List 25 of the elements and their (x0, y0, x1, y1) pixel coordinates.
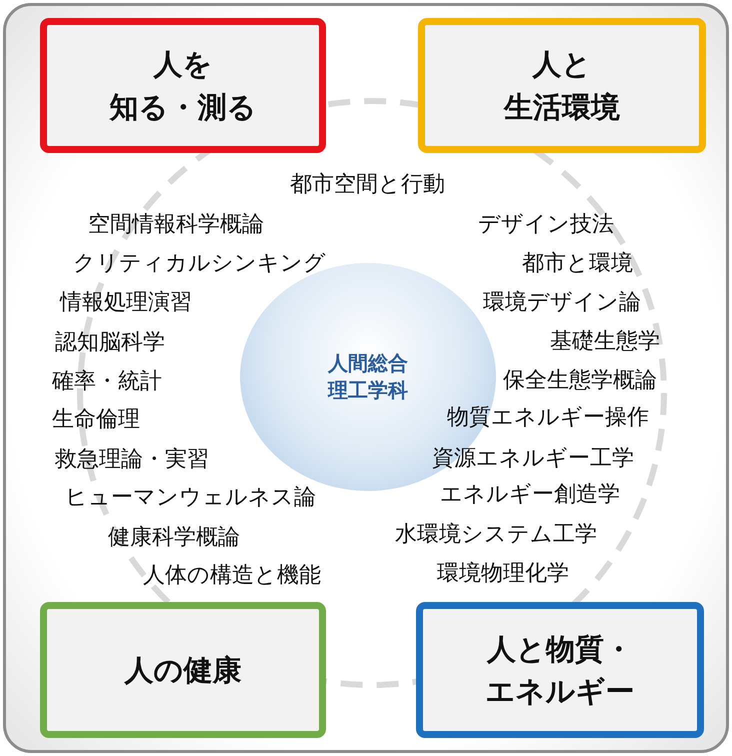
course-name: クリティカルシンキング (73, 250, 326, 278)
course-name: 確率・統計 (52, 368, 162, 396)
course-name: 基礎生態学 (550, 328, 660, 356)
course-name: 保全生態学概論 (503, 367, 657, 395)
course-name: 資源エネルギー工学 (432, 445, 634, 473)
category-box: 人を知る・測る (40, 18, 326, 153)
course-name: 環境デザイン論 (483, 289, 641, 317)
course-name: 情報処理演習 (60, 289, 192, 317)
category-box: 人の健康 (40, 602, 326, 738)
course-name: 都市と環境 (522, 250, 633, 278)
course-name: 都市空間と行動 (290, 171, 445, 199)
course-name: 生命倫理 (52, 406, 140, 434)
course-name: 環境物理化学 (437, 560, 569, 588)
course-name: 空間情報科学概論 (88, 211, 264, 239)
course-name: エネルギー創造学 (440, 481, 620, 509)
course-name: 水環境システム工学 (395, 521, 597, 549)
course-name: 物質エネルギー操作 (447, 404, 649, 432)
category-box: 人と生活環境 (418, 18, 706, 153)
course-name: 救急理論・実習 (55, 446, 209, 474)
course-name: デザイン技法 (478, 211, 614, 239)
course-name: 健康科学概論 (108, 524, 240, 552)
course-name: 認知脳科学 (55, 329, 165, 357)
category-box: 人と物質・エネルギー (416, 602, 704, 738)
course-name: ヒューマンウェルネス論 (65, 484, 316, 512)
course-name: 人体の構造と機能 (143, 562, 321, 590)
